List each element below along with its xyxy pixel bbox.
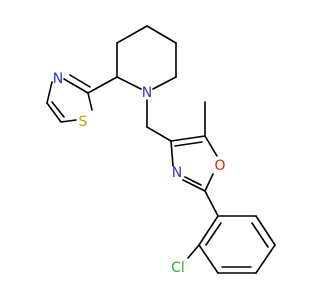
bond: [46, 81, 53, 104]
atom-n-thiazole: N: [53, 71, 63, 87]
bond: [182, 179, 206, 192]
thiazole-ring: [46, 74, 93, 123]
bond: [170, 135, 206, 142]
bond: [87, 92, 93, 111]
atom-n-oxazole: N: [172, 165, 182, 181]
bond: [198, 215, 219, 246]
bond: [69, 74, 91, 88]
bond: [204, 190, 219, 217]
bond: [46, 102, 62, 123]
chlorophenyl-ring: [198, 215, 276, 274]
atom-cl: Cl: [171, 260, 185, 276]
bond: [184, 176, 202, 186]
bond: [170, 140, 174, 167]
bond: [204, 173, 214, 192]
piperidine-ring: [116, 25, 177, 90]
bond: [255, 215, 276, 246]
bond: [255, 244, 276, 274]
atom-o-oxazole: O: [214, 158, 225, 174]
bond: [174, 141, 203, 147]
bond: [63, 78, 89, 94]
bond: [152, 76, 177, 90]
atom-n-piperidine: N: [142, 85, 152, 101]
bond: [146, 25, 177, 44]
bond: [51, 101, 65, 118]
atom-s-thiazole: S: [79, 114, 88, 130]
bond: [198, 244, 219, 274]
bond: [116, 25, 148, 44]
bond: [251, 222, 269, 248]
bond: [116, 76, 142, 90]
bond: [205, 222, 222, 246]
oxazole-ring: [170, 135, 218, 192]
bond: [60, 119, 77, 123]
chloro-bond: [187, 244, 200, 259]
molecule-structure-diagram: N S N N O Cl: [46, 25, 276, 276]
bond: [146, 126, 172, 142]
bond: [204, 135, 218, 157]
bond: [87, 76, 118, 94]
